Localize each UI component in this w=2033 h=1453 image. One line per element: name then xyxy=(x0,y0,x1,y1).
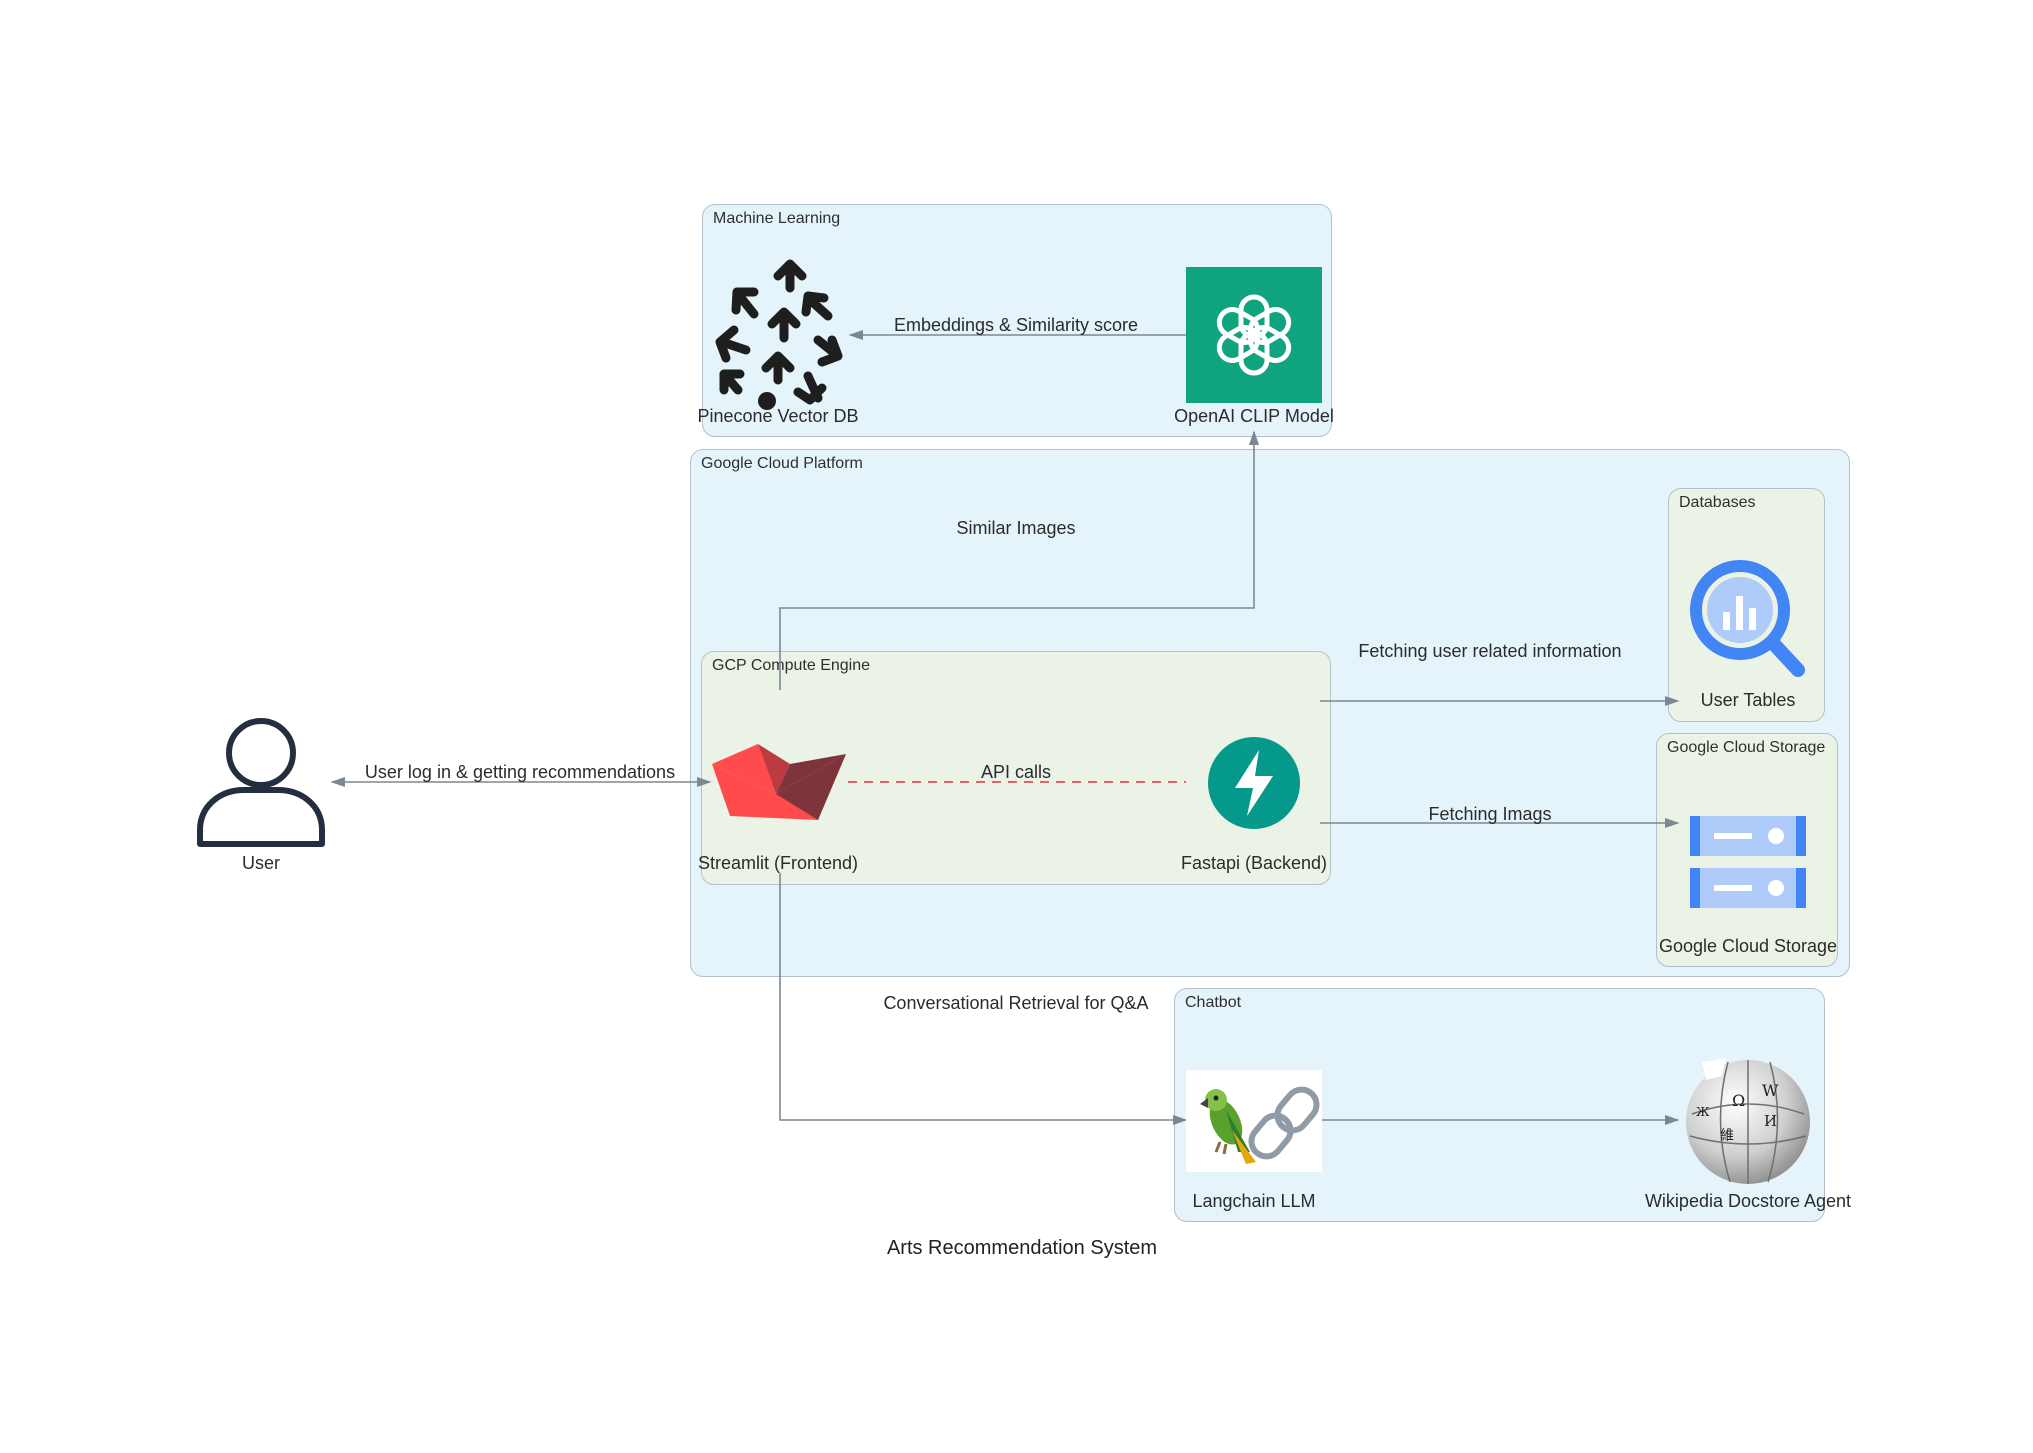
edge-label-api-calls: API calls xyxy=(980,762,1052,782)
node-label-pinecone: Pinecone Vector DB xyxy=(697,406,859,426)
node-label-gcs: Google Cloud Storage xyxy=(1658,936,1838,956)
openai-icon xyxy=(1186,267,1322,403)
pinecone-icon xyxy=(715,259,843,410)
node-label-streamlit: Streamlit (Frontend) xyxy=(697,853,859,873)
cluster-label-gcp: Google Cloud Platform xyxy=(701,455,863,472)
cluster-label-machine-learning: Machine Learning xyxy=(713,210,841,227)
cluster-label-databases: Databases xyxy=(1679,494,1756,511)
node-label-fastapi: Fastapi (Backend) xyxy=(1180,853,1328,873)
fastapi-icon xyxy=(1208,737,1300,829)
cloud-storage-icon xyxy=(1690,816,1806,908)
cluster-label-compute-engine: GCP Compute Engine xyxy=(712,657,871,674)
node-label-wikipedia: Wikipedia Docstore Agent xyxy=(1644,1191,1852,1211)
edge-label-fetch-user: Fetching user related information xyxy=(1358,641,1622,661)
edge-label-conversational: Conversational Retrieval for Q&A xyxy=(883,993,1149,1013)
svg-text:Ω: Ω xyxy=(1732,1091,1745,1110)
langchain-icon xyxy=(1186,1070,1322,1172)
svg-text:維: 維 xyxy=(1720,1128,1734,1144)
edge-label-fetch-imgs: Fetching Imags xyxy=(1428,804,1552,824)
node-label-user-tables: User Tables xyxy=(1700,690,1796,710)
edge-label-user-login: User log in & getting recommendations xyxy=(364,762,676,782)
cluster-label-chatbot: Chatbot xyxy=(1185,994,1242,1011)
person-icon xyxy=(197,718,325,847)
edge-label-similar-images: Similar Images xyxy=(956,518,1076,538)
edge-conversational xyxy=(779,873,1188,1126)
edge-similar-images xyxy=(779,430,1260,690)
node-label-user: User xyxy=(241,853,281,873)
edge-label-embeddings: Embeddings & Similarity score xyxy=(893,315,1139,335)
cluster-label-storage: Google Cloud Storage xyxy=(1667,739,1826,756)
wikipedia-globe-icon: Ω W И 維 Ж xyxy=(1686,1058,1810,1184)
svg-text:И: И xyxy=(1764,1112,1777,1130)
streamlit-icon xyxy=(712,744,846,820)
svg-text:W: W xyxy=(1762,1081,1779,1100)
svg-text:Ж: Ж xyxy=(1696,1105,1710,1119)
diagram-title: Arts Recommendation System xyxy=(886,1237,1158,1259)
node-label-langchain: Langchain LLM xyxy=(1192,1191,1316,1211)
node-label-clip: OpenAI CLIP Model xyxy=(1174,406,1334,426)
bigquery-icon xyxy=(1690,560,1805,677)
